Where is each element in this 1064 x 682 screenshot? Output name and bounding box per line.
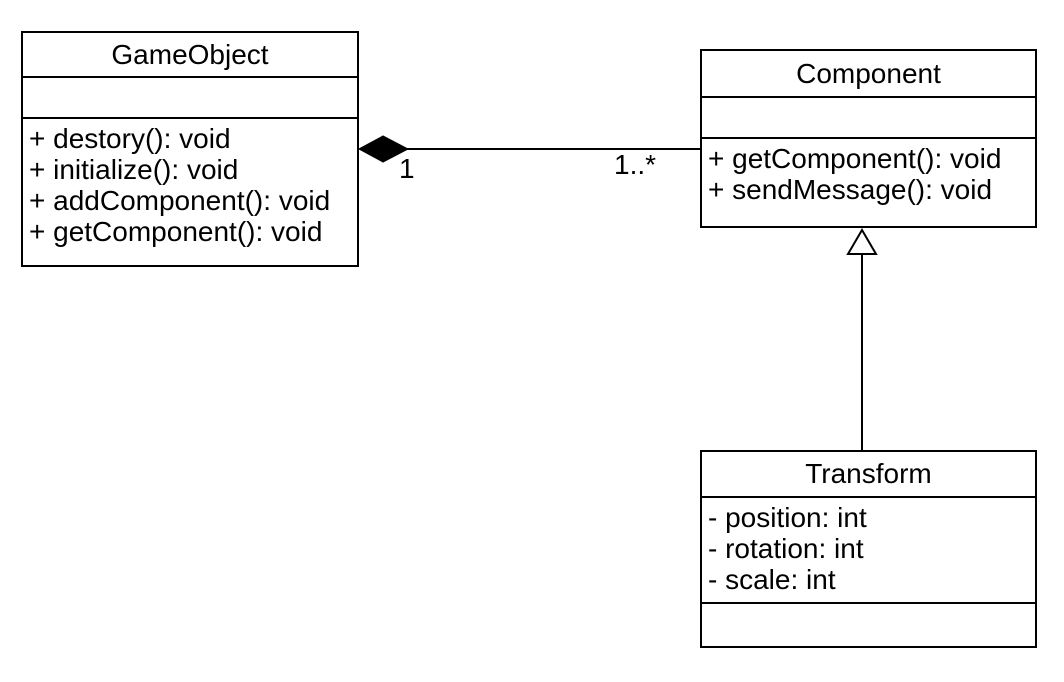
class-name-text: Component: [796, 57, 941, 89]
class-box-component[interactable]: Component + getComponent(): void + sendM…: [700, 49, 1037, 228]
attribute-item: - scale: int: [708, 564, 836, 595]
attributes-compartment-gameobject: [23, 78, 357, 119]
multiplicity-label-target: 1..*: [614, 149, 657, 180]
class-title-transform: Transform: [702, 452, 1035, 498]
attributes-compartment-component: [702, 98, 1035, 139]
methods-compartment-component: + getComponent(): void + sendMessage(): …: [702, 139, 1035, 226]
attribute-item: - rotation: int: [708, 533, 864, 564]
multiplicity-label-source: 1: [399, 153, 415, 184]
attribute-item: - position: int: [708, 502, 867, 533]
method-item: + destory(): void: [29, 123, 231, 154]
method-item: + initialize(): void: [29, 154, 239, 185]
methods-compartment-transform: [702, 604, 1035, 646]
method-item: + addComponent(): void: [29, 185, 331, 216]
method-item: + sendMessage(): void: [708, 174, 993, 205]
class-box-gameobject[interactable]: GameObject + destory(): void + initializ…: [21, 31, 359, 267]
methods-compartment-gameobject: + destory(): void + initialize(): void +…: [23, 119, 357, 265]
class-box-transform[interactable]: Transform - position: int - rotation: in…: [700, 450, 1037, 648]
class-name-text: Transform: [805, 458, 932, 489]
composition-diamond-icon[interactable]: [357, 135, 410, 163]
inheritance-triangle-icon[interactable]: [846, 228, 878, 255]
method-item: + getComponent(): void: [29, 216, 323, 247]
class-title-component: Component: [702, 51, 1035, 98]
class-name-text: GameObject: [111, 38, 269, 70]
class-title-gameobject: GameObject: [23, 33, 357, 78]
method-item: + getComponent(): void: [708, 143, 1002, 174]
attributes-compartment-transform: - position: int - rotation: int - scale:…: [702, 498, 1035, 604]
